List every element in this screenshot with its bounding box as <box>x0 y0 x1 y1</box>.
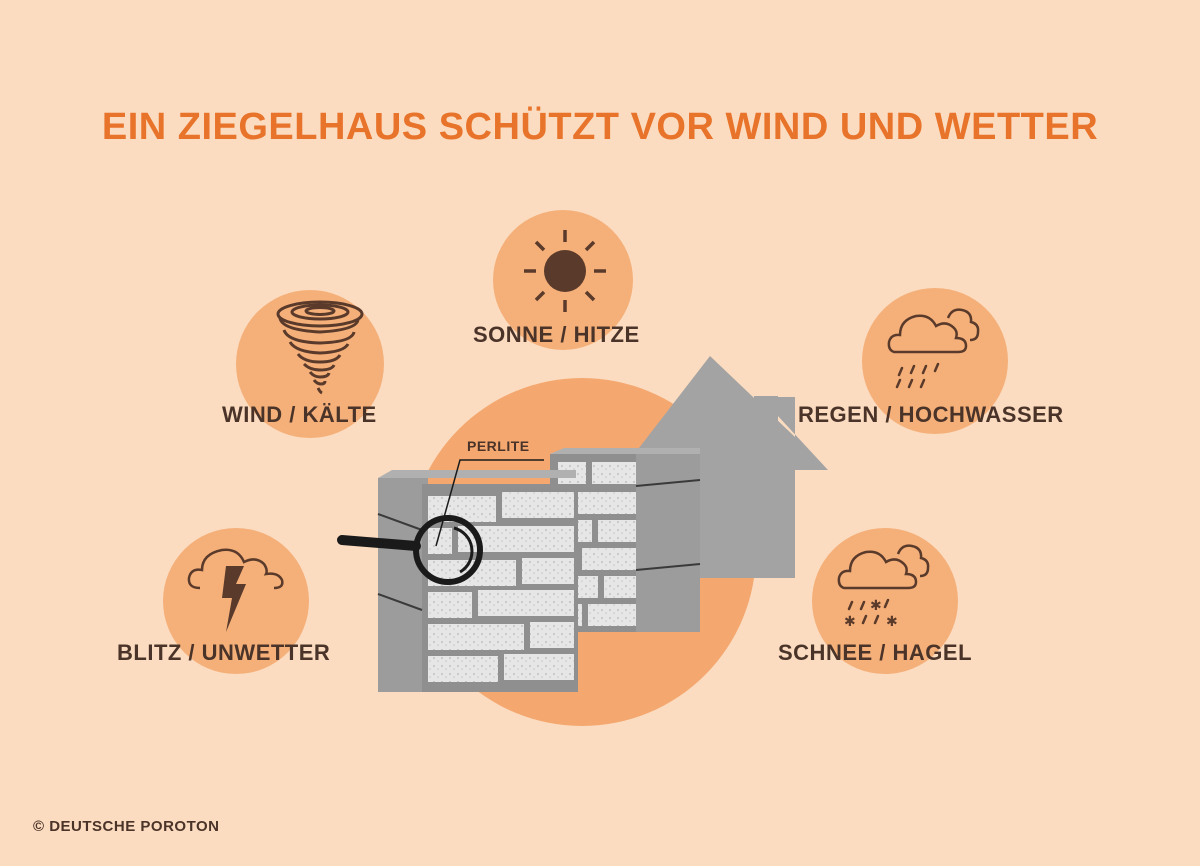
tornado-icon <box>276 300 364 395</box>
svg-text:✱: ✱ <box>844 614 856 630</box>
hazard-label-snow: SCHNEE / HAGEL <box>778 640 973 665</box>
brick-wall-illustration <box>337 448 701 692</box>
rain-cloud-icon <box>887 308 980 389</box>
sun-icon <box>524 230 606 312</box>
hazard-label-lightning: BLITZ / UNWETTER <box>117 640 331 665</box>
snow-circle <box>812 528 958 674</box>
hazard-label-sun: SONNE / HITZE <box>473 322 640 347</box>
page-title: EIN ZIEGELHAUS SCHÜTZT VOR WIND UND WETT… <box>101 106 1099 148</box>
rain-circle <box>862 288 1008 434</box>
svg-text:✱: ✱ <box>886 614 898 630</box>
copyright-footer: © DEUTSCHE POROTON <box>33 818 220 835</box>
svg-text:✱: ✱ <box>870 598 882 614</box>
hazard-label-rain: REGEN / HOCHWASSER <box>798 402 1064 427</box>
hazard-label-wind: WIND / KÄLTE <box>222 402 377 427</box>
snow-hail-cloud-icon: ✱ ✱ ✱ <box>837 544 930 630</box>
lightning-cloud-icon <box>187 548 284 632</box>
perlite-callout-label: PERLITE <box>467 438 530 454</box>
